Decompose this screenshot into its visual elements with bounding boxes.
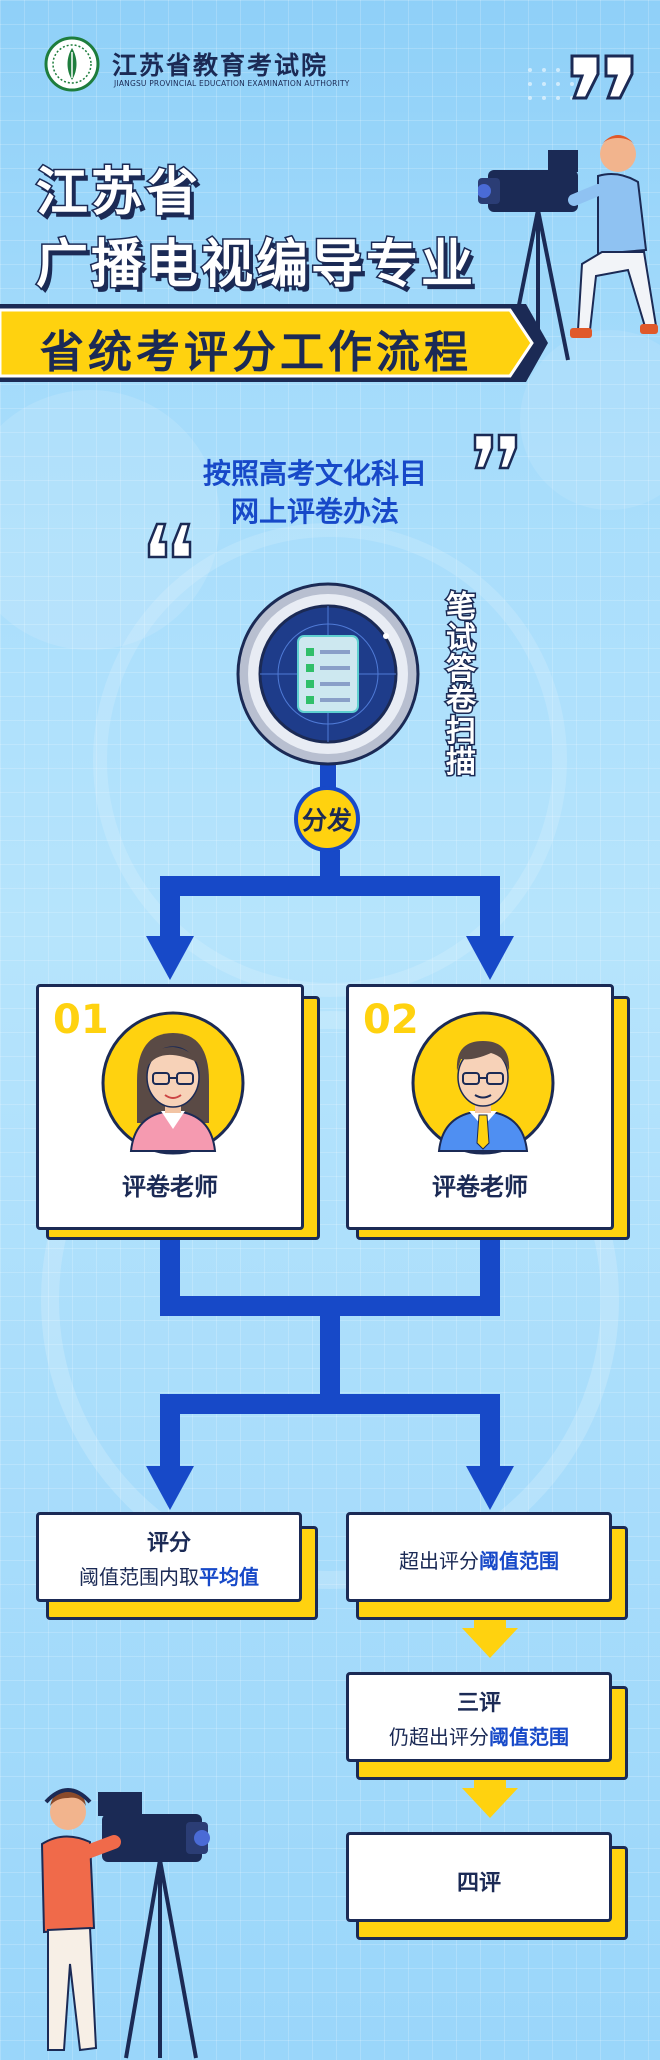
scan-label-char: 试 xyxy=(445,621,478,656)
score-text: 阈值范围内取平均值 xyxy=(39,1561,299,1590)
scan-label-char: 描 xyxy=(445,745,478,780)
score-highlight: 平均值 xyxy=(199,1565,259,1589)
teacher-role: 评卷老师 xyxy=(122,1173,218,1201)
method-line1: 按照高考文化科目 xyxy=(202,457,427,490)
distribute-node: 分发 xyxy=(294,786,360,852)
org-subtitle: JIANGSU PROVINCIAL EDUCATION EXAMINATION… xyxy=(114,79,350,88)
exceed-text: 超出评分阈值范围 xyxy=(349,1545,609,1574)
third-review-title: 三评 xyxy=(456,1691,501,1716)
quote-close-icon-small xyxy=(473,433,518,470)
title-banner-text: 省统考评分工作流程 xyxy=(40,327,472,378)
quote-close-icon xyxy=(570,54,634,100)
score-title: 评分 xyxy=(146,1531,191,1556)
cameraman-illustration-bottom xyxy=(40,1788,210,2059)
third-review-box: 三评 仍超出评分阈值范围 xyxy=(346,1672,612,1762)
teacher-role: 评卷老师 xyxy=(432,1173,528,1201)
org-logo-icon xyxy=(44,36,100,92)
fourth-review-title: 四评 xyxy=(456,1871,501,1896)
third-review-text-plain: 仍超出评分 xyxy=(389,1725,489,1749)
scan-magnifier-icon xyxy=(236,582,420,790)
teacher-card-02: 02 评卷老师 xyxy=(346,984,614,1230)
scan-label: 笔 试 答 卷 扫 描 xyxy=(442,590,480,780)
third-review-text: 仍超出评分阈值范围 xyxy=(349,1721,609,1750)
teacher-number: 01 xyxy=(53,997,109,1043)
fourth-review-box: 四评 xyxy=(346,1832,612,1922)
female-teacher-avatar xyxy=(101,1011,245,1155)
title-line2: 广播电视编导专业 xyxy=(34,234,477,297)
exceed-box: 超出评分阈值范围 xyxy=(346,1512,612,1602)
score-text-plain: 阈值范围内取 xyxy=(79,1565,199,1589)
exceed-highlight: 阈值范围 xyxy=(479,1549,559,1573)
title-line1: 江苏省 xyxy=(34,162,202,225)
scan-label-char: 卷 xyxy=(445,683,478,718)
method-line2: 网上评卷办法 xyxy=(230,495,399,528)
third-review-highlight: 阈值范围 xyxy=(489,1725,569,1749)
quote-open-icon xyxy=(147,522,192,559)
title-banner xyxy=(0,304,548,382)
method-text: 按照高考文化科目 网上评卷办法 xyxy=(150,455,480,531)
cameraman-illustration-top xyxy=(478,135,658,361)
scan-label-char: 扫 xyxy=(445,714,478,749)
scan-label-char: 笔 xyxy=(445,590,478,625)
teacher-number: 02 xyxy=(363,997,419,1043)
teacher-card-01: 01 评卷老师 xyxy=(36,984,304,1230)
org-name: 江苏省教育考试院 xyxy=(112,51,329,80)
score-box: 评分 阈值范围内取平均值 xyxy=(36,1512,302,1602)
scan-label-char: 答 xyxy=(445,652,478,687)
exceed-text-plain: 超出评分 xyxy=(399,1549,479,1573)
male-teacher-avatar xyxy=(411,1011,555,1155)
